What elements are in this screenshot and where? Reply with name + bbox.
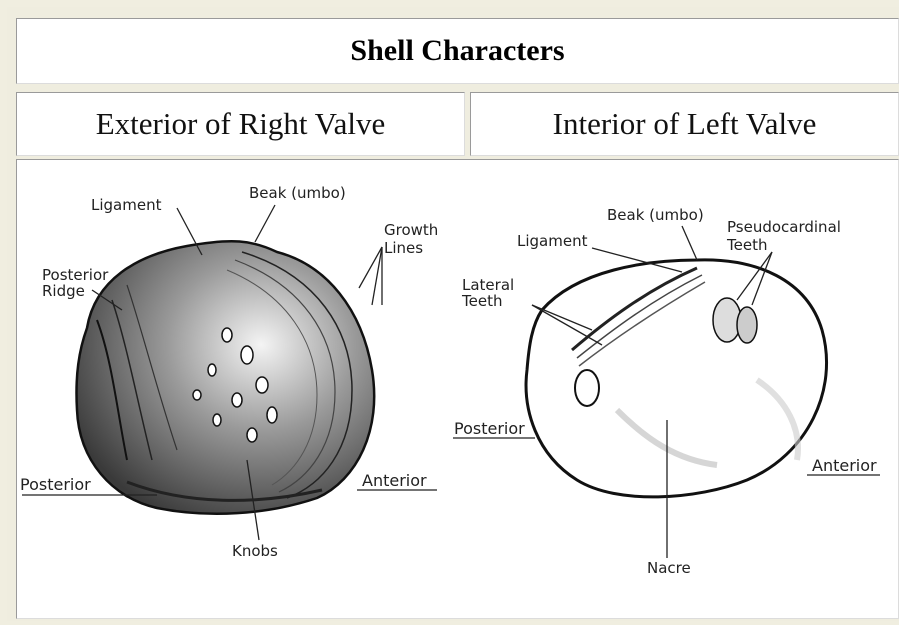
int-nacre-label: Nacre bbox=[647, 559, 691, 577]
figure-cell: Beak (umbo) Ligament Growth Lines Poster… bbox=[16, 159, 899, 619]
exterior-shell-drawing bbox=[76, 241, 374, 514]
ext-anterior-label: Anterior bbox=[362, 471, 427, 490]
int-pseudo-label-1: Pseudocardinal bbox=[727, 218, 841, 236]
int-anterior-label: Anterior bbox=[812, 456, 877, 475]
ext-growth-label-1: Growth bbox=[384, 221, 438, 239]
page-title: Shell Characters bbox=[350, 34, 564, 68]
ext-posterior-label: Posterior bbox=[20, 475, 91, 494]
ext-knobs-label: Knobs bbox=[232, 542, 278, 560]
header-interior: Interior of Left Valve bbox=[553, 106, 817, 142]
int-ligament-label: Ligament bbox=[517, 232, 588, 250]
int-beak-label: Beak (umbo) bbox=[607, 206, 704, 224]
int-posterior-label: Posterior bbox=[454, 419, 525, 438]
int-lateral-label-2: Teeth bbox=[461, 292, 502, 310]
title-cell: Shell Characters bbox=[16, 18, 899, 84]
header-cell-exterior: Exterior of Right Valve bbox=[16, 92, 465, 156]
interior-shell-drawing bbox=[526, 260, 826, 497]
content-table: Shell Characters Exterior of Right Valve… bbox=[7, 7, 899, 621]
header-cell-interior: Interior of Left Valve bbox=[470, 92, 899, 156]
header-exterior: Exterior of Right Valve bbox=[96, 106, 386, 142]
ext-post-ridge-label-2: Ridge bbox=[42, 282, 85, 300]
int-pseudo-label-2: Teeth bbox=[726, 236, 767, 254]
ext-ligament-label: Ligament bbox=[91, 196, 162, 214]
shell-diagram: Beak (umbo) Ligament Growth Lines Poster… bbox=[17, 160, 899, 620]
ext-growth-label-2: Lines bbox=[384, 239, 423, 257]
ext-beak-label: Beak (umbo) bbox=[249, 184, 346, 202]
